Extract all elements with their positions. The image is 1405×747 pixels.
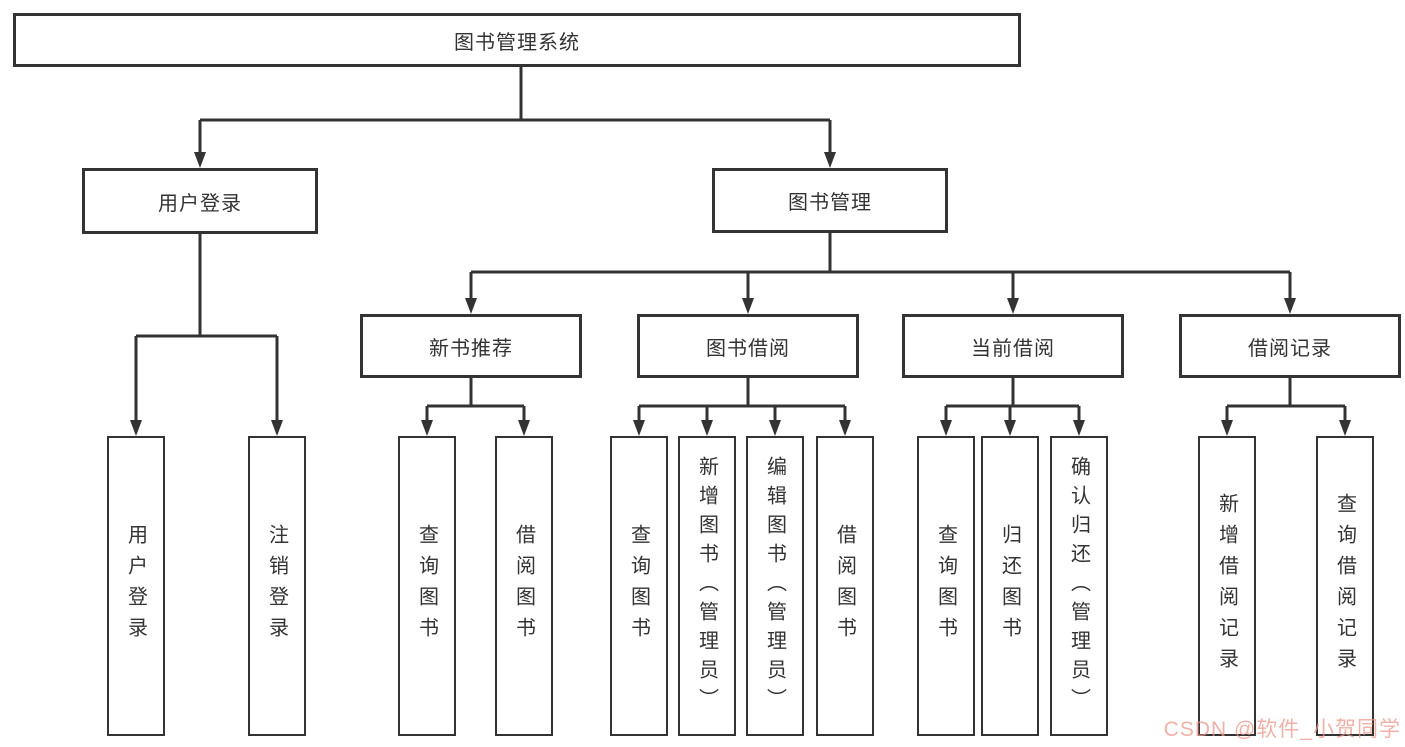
connector-new-book-recommend-to-leaves	[421, 378, 530, 436]
leaf-borrow-books-label: 借阅图书	[833, 524, 856, 648]
arrow-down-icon	[421, 420, 433, 436]
leaf-edit-book-admin: 编辑图书（管理员）	[746, 436, 804, 736]
node-current-borrow: 当前借阅	[902, 314, 1124, 378]
node-borrow-records-label: 借阅记录	[1248, 337, 1332, 360]
connector-current-borrow-to-leaves	[940, 378, 1085, 436]
arrow-down-icon	[194, 152, 206, 168]
leaf-borrow-books-recommend-label: 借阅图书	[512, 524, 535, 648]
leaf-return-book: 归还图书	[981, 436, 1039, 736]
leaf-add-borrow-record-label: 新增借阅记录	[1215, 493, 1238, 679]
arrow-down-icon	[742, 298, 754, 314]
leaf-query-borrow-record: 查询借阅记录	[1316, 436, 1374, 736]
leaf-confirm-return-admin: 确认归还（管理员）	[1050, 436, 1108, 736]
node-borrow-records: 借阅记录	[1179, 314, 1401, 378]
leaf-query-books-recommend: 查询图书	[398, 436, 456, 736]
connector-book-borrow-to-leaves	[633, 378, 851, 436]
arrow-down-icon	[839, 420, 851, 436]
node-current-borrow-label: 当前借阅	[971, 337, 1055, 360]
arrow-down-icon	[1339, 420, 1351, 436]
node-book-management-label: 图书管理	[788, 192, 872, 214]
leaf-add-book-admin-label: 新增图书（管理员）	[695, 455, 718, 717]
leaf-edit-book-admin-label: 编辑图书（管理员）	[763, 455, 786, 717]
node-root-label: 图书管理系统	[454, 31, 580, 54]
node-new-book-recommend: 新书推荐	[360, 314, 582, 378]
node-book-management: 图书管理	[712, 168, 948, 233]
node-book-borrow: 图书借阅	[637, 314, 859, 378]
arrow-down-icon	[1284, 298, 1296, 314]
node-user-login-label: 用户登录	[158, 192, 242, 215]
node-book-borrow-label: 图书借阅	[706, 337, 790, 360]
arrow-down-icon	[518, 420, 530, 436]
connector-borrow-records-to-leaves	[1221, 378, 1351, 436]
arrow-down-icon	[701, 420, 713, 436]
connector-root-to-level2	[194, 66, 836, 168]
leaf-confirm-return-admin-label: 确认归还（管理员）	[1067, 455, 1090, 717]
node-new-book-recommend-label: 新书推荐	[429, 337, 513, 360]
arrow-down-icon	[1073, 420, 1085, 436]
leaf-borrow-books: 借阅图书	[816, 436, 874, 736]
connector-book-management-to-level3	[465, 232, 1296, 314]
arrow-down-icon	[1221, 420, 1233, 436]
arrow-down-icon	[465, 298, 477, 314]
node-user-login: 用户登录	[82, 168, 318, 234]
leaf-query-books-recommend-label: 查询图书	[415, 524, 438, 648]
csdn-watermark: CSDN @软件_小贺同学	[1163, 718, 1401, 741]
leaf-logout: 注销登录	[248, 436, 306, 736]
arrow-down-icon	[940, 420, 952, 436]
leaf-return-book-label: 归还图书	[998, 524, 1021, 648]
arrow-down-icon	[1004, 420, 1016, 436]
connector-user-login-to-leaves	[130, 233, 283, 436]
node-root: 图书管理系统	[13, 13, 1021, 67]
leaf-query-borrow-record-label: 查询借阅记录	[1333, 493, 1356, 679]
leaf-borrow-books-recommend: 借阅图书	[495, 436, 553, 736]
arrow-down-icon	[769, 420, 781, 436]
arrow-down-icon	[271, 420, 283, 436]
leaf-add-borrow-record: 新增借阅记录	[1198, 436, 1256, 736]
leaf-query-books-borrow: 查询图书	[610, 436, 668, 736]
arrow-down-icon	[1007, 298, 1019, 314]
leaf-user-login: 用户登录	[107, 436, 165, 736]
leaf-user-login-label: 用户登录	[124, 524, 147, 648]
arrow-down-icon	[633, 420, 645, 436]
arrow-down-icon	[130, 420, 142, 436]
leaf-logout-label: 注销登录	[265, 524, 288, 648]
leaf-add-book-admin: 新增图书（管理员）	[678, 436, 736, 736]
leaf-query-books-borrow-label: 查询图书	[627, 524, 650, 648]
leaf-query-books-current-label: 查询图书	[934, 524, 957, 648]
leaf-query-books-current: 查询图书	[917, 436, 975, 736]
arrow-down-icon	[824, 152, 836, 168]
